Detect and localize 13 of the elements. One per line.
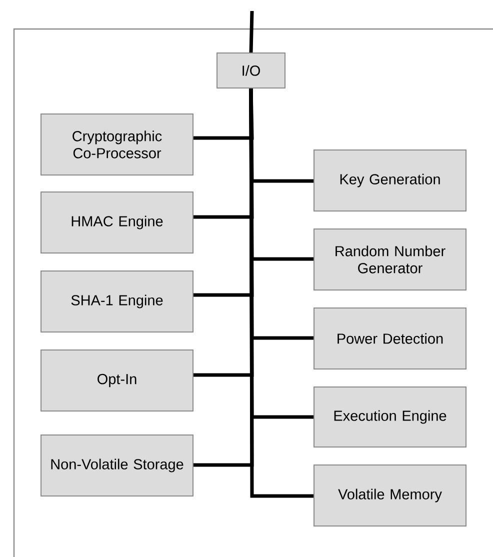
block-box: I/O	[216, 52, 286, 88]
block-box: SHA-1 Engine	[40, 270, 194, 332]
block-box: Volatile Memory	[314, 464, 466, 526]
block-box: Opt-In	[40, 350, 194, 412]
block-box: Cryptographic Co-Processor	[40, 114, 194, 176]
block-box: Key Generation	[314, 150, 466, 212]
block-box: Random Number Generator	[314, 228, 466, 290]
block-box: Power Detection	[314, 308, 466, 370]
block-box: Non-Volatile Storage	[40, 434, 194, 496]
bus-line	[249, 10, 254, 53]
bus-line	[249, 88, 314, 498]
block-box: Execution Engine	[314, 386, 466, 448]
block-box: HMAC Engine	[40, 192, 194, 254]
